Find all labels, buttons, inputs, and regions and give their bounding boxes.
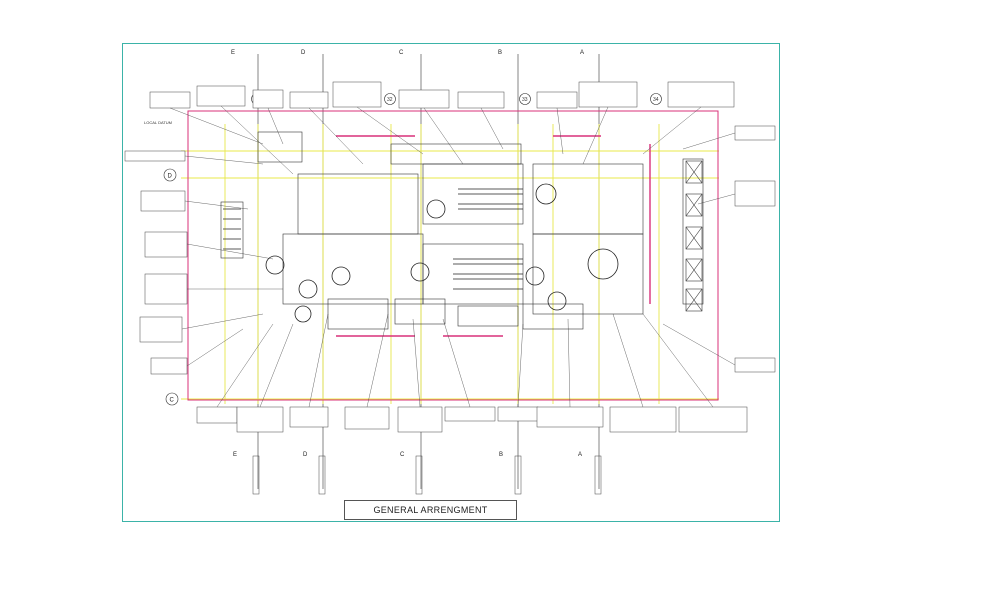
conveyor-lines (223, 188, 523, 290)
column-32: 32 (387, 97, 393, 103)
leader-lines (169, 105, 736, 408)
right-bays (685, 160, 703, 312)
grid-letter-e-top: E (231, 50, 235, 56)
callouts-right (734, 125, 776, 373)
robot-cells (265, 183, 619, 323)
grid-letters-top: E D C B A (231, 50, 584, 56)
drawing-title: GENERAL ARRENGMENT (344, 500, 517, 520)
row-marker-c-label: C (170, 398, 175, 404)
callouts-left (124, 150, 188, 375)
row-marker-c: C (165, 392, 179, 406)
column-33: 33 (522, 97, 528, 103)
bottom-equipment (327, 298, 584, 330)
callouts-bottom (196, 406, 748, 433)
grid-letters-bottom: E D C B A (233, 452, 582, 458)
grid-bottom-tags (252, 455, 602, 495)
local-datum-label: LOCAL DATUM (144, 120, 172, 125)
grid-letter-e-bottom: E (233, 452, 237, 458)
callouts-top (149, 81, 735, 109)
grid-letter-b-top: B (498, 50, 502, 56)
site-boundary (187, 110, 719, 401)
grid-letter-a-top: A (580, 50, 584, 56)
grid-letter-b-bottom: B (499, 452, 503, 458)
grid-letter-a-bottom: A (578, 452, 582, 458)
drawing-frame: E D C B A E D C B A (122, 43, 780, 522)
column-34: 34 (653, 97, 659, 103)
equipment-linework (220, 131, 704, 315)
grid-letter-c-top: C (399, 50, 404, 56)
grid-letter-d-top: D (301, 50, 306, 56)
row-marker-d: D (163, 168, 177, 182)
general-arrangement-drawing: E D C B A E D C B A (124, 50, 776, 495)
yellow-gridlines (181, 124, 719, 404)
magenta-accents (336, 135, 651, 337)
row-marker-d-label: D (168, 174, 173, 180)
grid-letter-d-bottom: D (303, 452, 308, 458)
grid-letter-c-bottom: C (400, 452, 405, 458)
